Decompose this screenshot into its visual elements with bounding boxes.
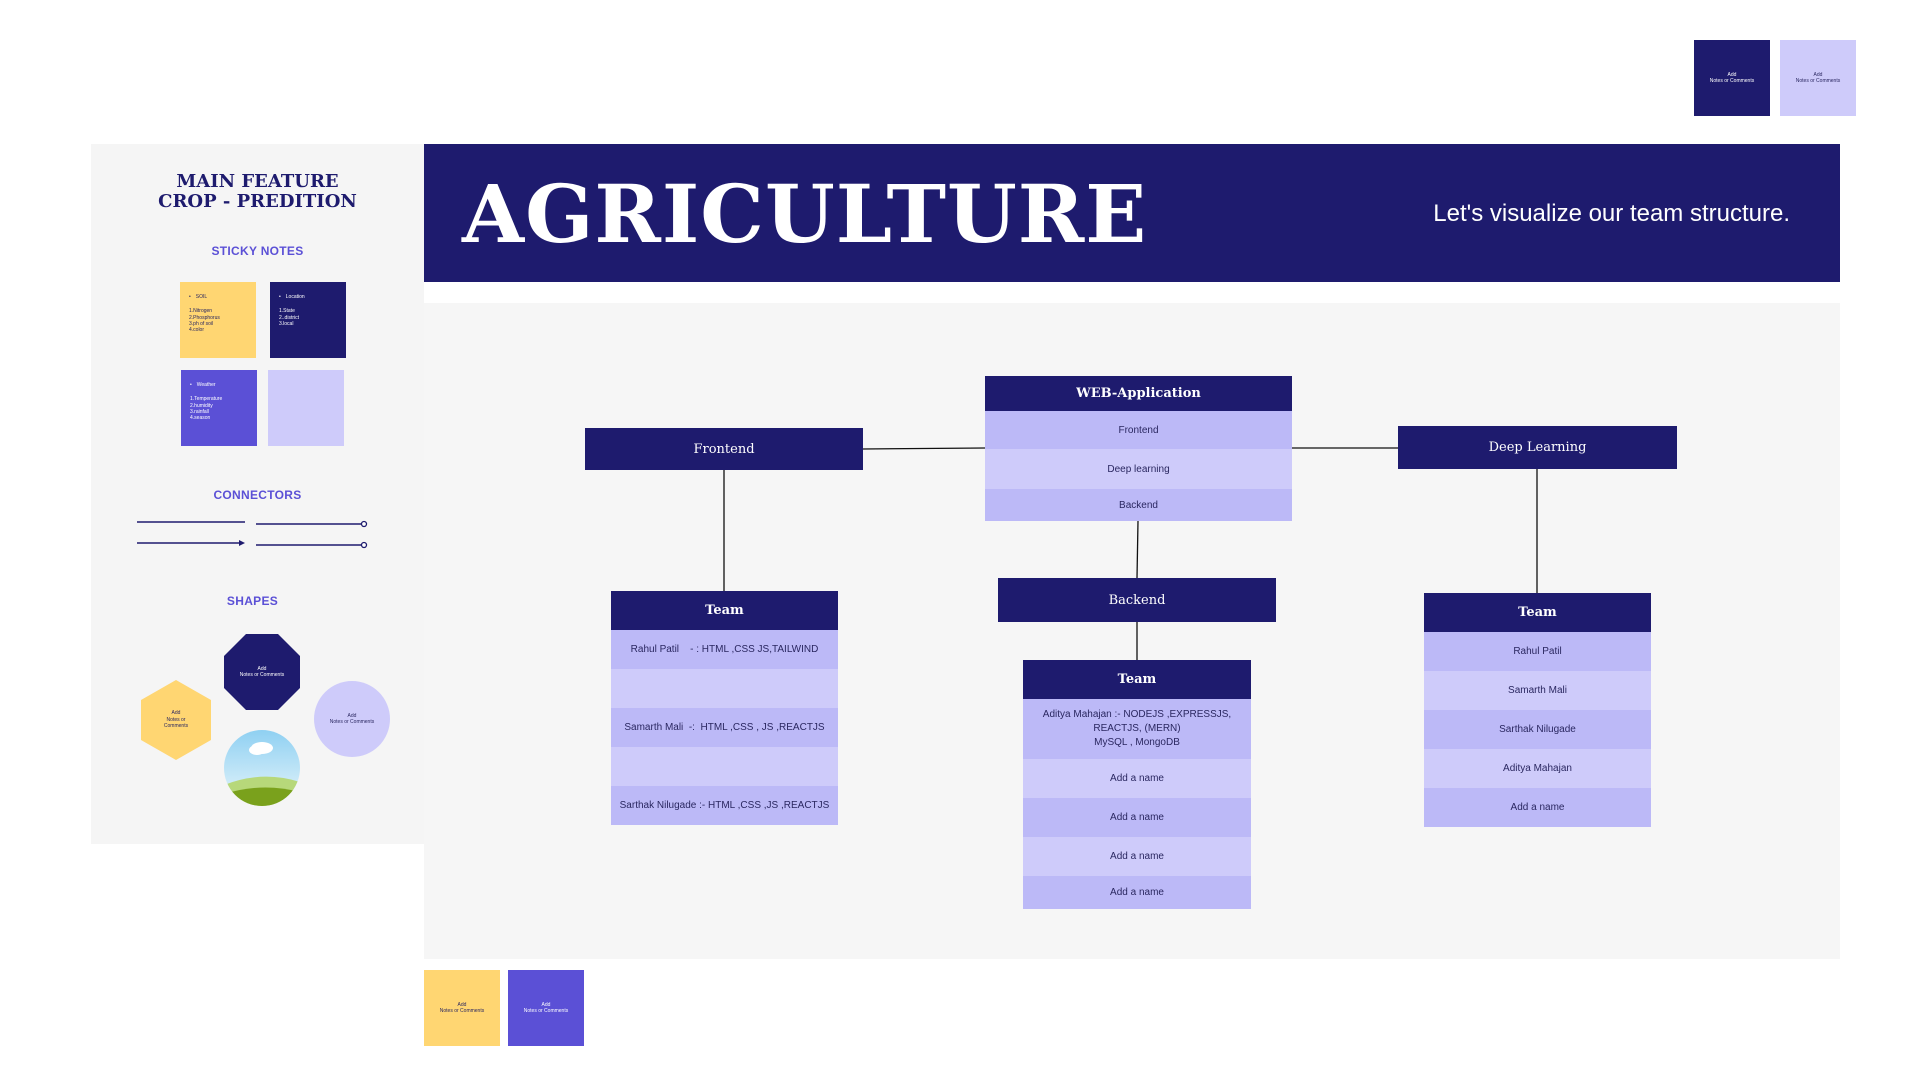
team-member-row: Rahul Patil — [1424, 632, 1651, 671]
hexagon-label: Add Notes or Comments — [163, 710, 189, 730]
sticky-note-bullet: Location — [279, 294, 340, 300]
team-member-row: Sarthak Nilugade — [1424, 710, 1651, 749]
shapes-heading: SHAPES — [226, 594, 279, 608]
panel-title: MAIN FEATURE CROP - PREDITION — [158, 171, 357, 212]
backend-team-title: Team — [1023, 660, 1251, 699]
top-note-dark[interactable]: Add Notes or Comments — [1694, 40, 1770, 116]
landscape-image[interactable] — [224, 730, 300, 806]
connectors-heading: CONNECTORS — [213, 488, 302, 502]
connector-arrowhead — [239, 540, 245, 546]
connector-webapp-frontend — [862, 447, 986, 450]
top-note-light[interactable]: Add Notes or Comments — [1780, 40, 1856, 116]
octagon-graphic — [224, 634, 300, 710]
sticky-note-lines: 1.Nitrogen 2.Phosphorus 3.ph of soil 4.c… — [189, 308, 220, 333]
team-member-row: Rahul Patil - : HTML ,CSS JS,TAILWIND — [611, 630, 838, 669]
team-member-row: Aditya Mahajan :- NODEJS ,EXPRESSJS, REA… — [1023, 699, 1251, 759]
team-member-row: Aditya Mahajan — [1424, 749, 1651, 788]
team-member-row: Sarthak Nilugade :- HTML ,CSS ,JS ,REACT… — [611, 786, 838, 825]
deep-learning-team-title: Team — [1424, 593, 1651, 632]
team-member-row — [611, 669, 838, 708]
team-member-row: Samarth Mali — [1424, 671, 1651, 710]
page-title: AGRICULTURE — [462, 167, 1148, 261]
web-application-row: Backend — [985, 489, 1292, 521]
frontend-team-box[interactable]: Team Rahul Patil - : HTML ,CSS JS,TAILWI… — [611, 591, 838, 825]
deep-learning-team-box[interactable]: Team Rahul Patil Samarth Mali Sarthak Ni… — [1424, 593, 1651, 827]
team-member-row — [611, 747, 838, 786]
sticky-note-bullet: Weather — [190, 382, 251, 388]
sticky-note-soil[interactable]: SOIL 1.Nitrogen 2.Phosphorus 3.ph of soi… — [180, 282, 256, 358]
octagon-shape[interactable]: Add Notes or Comments — [224, 634, 300, 710]
backend-box[interactable]: Backend — [998, 578, 1276, 622]
bottom-note-yellow[interactable]: Add Notes or Comments — [424, 970, 500, 1046]
hexagon-shape[interactable]: Add Notes or Comments — [141, 680, 211, 760]
team-member-row: Add a name — [1023, 759, 1251, 798]
web-application-box[interactable]: WEB-Application Frontend Deep learning B… — [985, 376, 1292, 521]
web-application-title: WEB-Application — [985, 376, 1292, 411]
team-member-row: Samarth Mali -: HTML ,CSS , JS ,REACTJS — [611, 708, 838, 747]
sticky-note-lines: 1.Temperature 2.humidity 3.rainfall 4.se… — [190, 396, 223, 421]
web-application-row: Deep learning — [985, 449, 1292, 489]
sticky-note-lines: 1.State 2..district 3.local — [279, 308, 300, 327]
team-member-row: Add a name — [1023, 837, 1251, 876]
frontend-team-title: Team — [611, 591, 838, 630]
connector-webapp-backend — [1136, 520, 1139, 579]
team-member-row: Add a name — [1424, 788, 1651, 827]
sticky-notes-heading: STICKY NOTES — [211, 244, 304, 258]
sticky-note-empty[interactable] — [268, 370, 344, 446]
circle-shape[interactable]: Add Notes or Comments — [314, 681, 390, 757]
web-application-row: Frontend — [985, 411, 1292, 449]
bottom-note-purple[interactable]: Add Notes or Comments — [508, 970, 584, 1046]
sticky-note-weather[interactable]: Weather 1.Temperature 2.humidity 3.rainf… — [181, 370, 257, 446]
hexagon-graphic — [141, 680, 211, 760]
left-panel: MAIN FEATURE CROP - PREDITION STICKY NOT… — [91, 144, 424, 844]
team-member-row: Add a name — [1023, 798, 1251, 837]
sticky-note-bullet: SOIL — [189, 294, 250, 300]
team-member-row: Add a name — [1023, 876, 1251, 909]
sticky-note-location[interactable]: Location 1.State 2..district 3.local — [270, 282, 346, 358]
deep-learning-box[interactable]: Deep Learning — [1398, 426, 1677, 469]
page-subtitle: Let's visualize our team structure. — [1433, 200, 1790, 227]
connector-end-dot — [360, 541, 368, 549]
connector-end-circle — [360, 520, 368, 528]
octagon-label: Add Notes or Comments — [239, 665, 285, 679]
backend-team-box[interactable]: Team Aditya Mahajan :- NODEJS ,EXPRESSJS… — [1023, 660, 1251, 909]
frontend-box[interactable]: Frontend — [585, 428, 863, 470]
connector-samples — [137, 520, 368, 549]
header-banner: AGRICULTURE Let's visualize our team str… — [424, 144, 1840, 282]
